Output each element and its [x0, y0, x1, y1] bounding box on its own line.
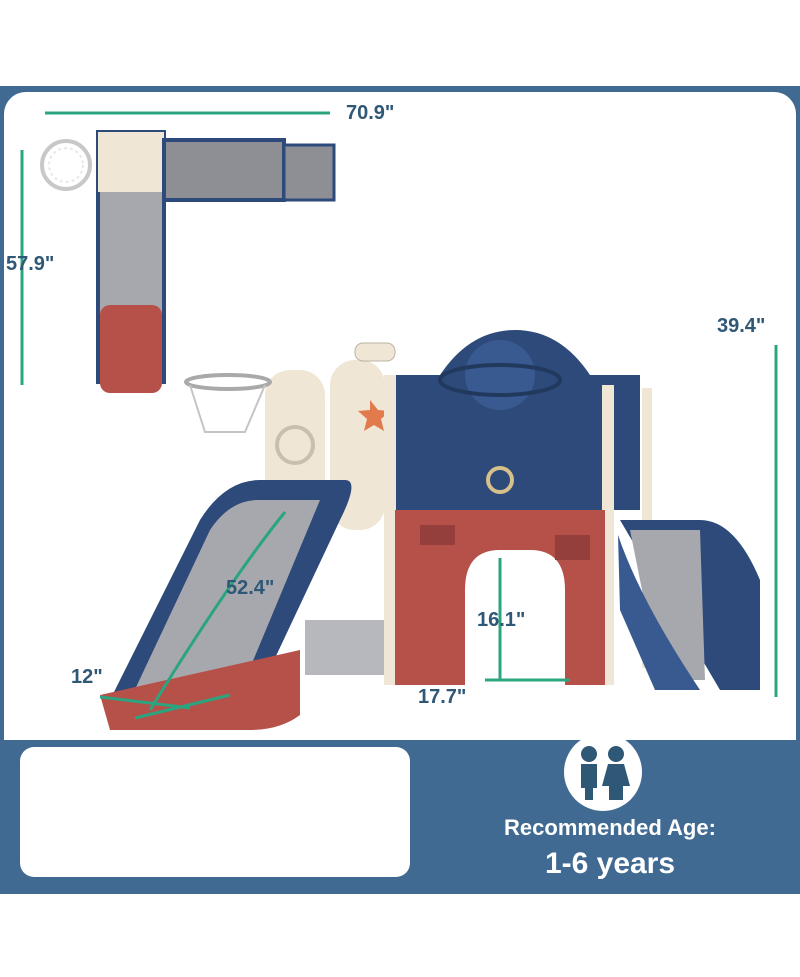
dimension-depth-label: 57.9"	[6, 253, 55, 275]
children-icon	[564, 733, 642, 811]
dimension-slide-width-label: 12"	[71, 666, 103, 688]
recommended-age-value: 1-6 years	[544, 847, 676, 880]
dimension-tunnel-height-label: 16.1"	[477, 609, 526, 631]
accessories-panel	[20, 747, 410, 877]
dimension-slide-length-label: 52.4"	[226, 577, 275, 599]
top-view-playset	[40, 130, 336, 393]
side-view-dimension-lines	[99, 511, 570, 720]
dimension-width-label: 70.9"	[346, 102, 395, 124]
dimension-tunnel-width-label: 17.7"	[418, 686, 467, 708]
recommended-age-title: Recommended Age:	[504, 815, 716, 840]
side-view-playset	[100, 330, 760, 730]
dimension-height-label: 39.4"	[717, 315, 766, 337]
recommended-age-block: Recommended Age: 1-6 years	[440, 815, 780, 881]
top-view-dimension-lines	[20, 111, 778, 697]
